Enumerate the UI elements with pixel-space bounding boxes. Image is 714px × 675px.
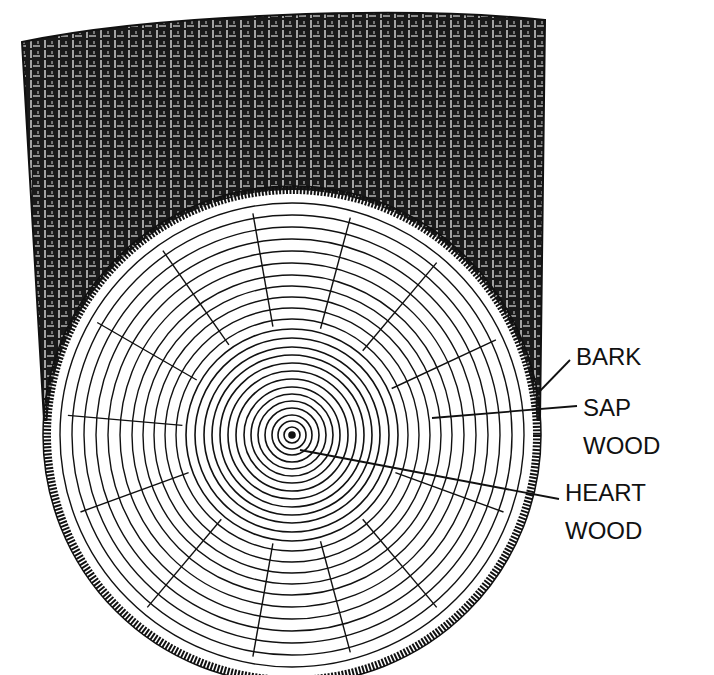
part-label: SAP WOOD: [583, 389, 679, 466]
leader-lines: [300, 360, 577, 499]
part-label: HEART WOOD: [565, 474, 661, 551]
leader-line: [300, 450, 559, 499]
bark-rim: [47, 190, 537, 675]
heartwood-rings: [186, 329, 398, 541]
bark-edge: [43, 186, 541, 675]
leader-line: [538, 360, 570, 393]
medullary-rays: [68, 213, 504, 656]
leader-line: [432, 406, 577, 418]
part-label: BARK: [576, 338, 672, 376]
sapwood-rings: [60, 203, 524, 667]
